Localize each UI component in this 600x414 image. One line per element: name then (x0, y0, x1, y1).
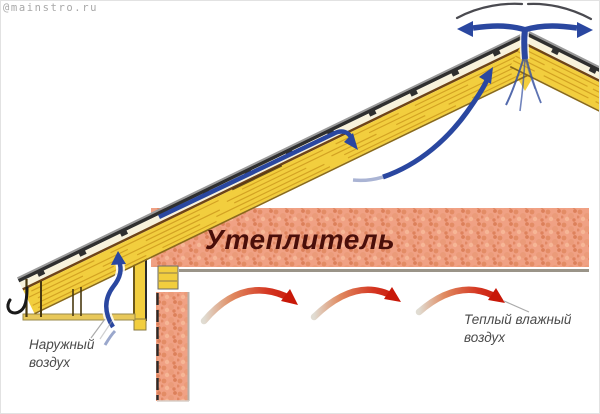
left-roof-slope (16, 31, 543, 315)
warm-air-arrow-2 (310, 286, 401, 321)
warm-air-label: Теплый влажный воздух (464, 312, 572, 345)
svg-text:Теплый влажный: Теплый влажный (464, 312, 572, 327)
cold-air-eave-arrow (101, 251, 126, 346)
wall (156, 292, 190, 402)
cold-air-attic-sweep-arrow (352, 67, 493, 183)
eave-post (133, 257, 147, 321)
soffit-board (22, 313, 136, 321)
right-roof-slope (509, 30, 599, 112)
gutter-hook (6, 286, 29, 315)
warm-air-arrows (200, 286, 505, 325)
cold-air-arrows (101, 21, 593, 346)
warm-air-arrow-1 (200, 287, 298, 325)
warm-air-arrow-3 (415, 286, 505, 316)
cold-air-slope-channel-arrow (158, 129, 358, 220)
wall-plate (157, 265, 179, 290)
outside-air-label: Наружный воздух (29, 337, 95, 370)
svg-text:Наружный: Наружный (29, 337, 95, 352)
wall-structure (133, 257, 190, 402)
svg-text:воздух: воздух (29, 355, 71, 370)
cold-air-ridge-vent-arrow (457, 21, 593, 112)
svg-text:воздух: воздух (464, 330, 506, 345)
leader-lines (90, 300, 530, 340)
watermark-text: @mainstro.ru (3, 2, 99, 14)
insulation-label: Утеплитель (205, 224, 395, 255)
ridge-cap (455, 2, 593, 21)
